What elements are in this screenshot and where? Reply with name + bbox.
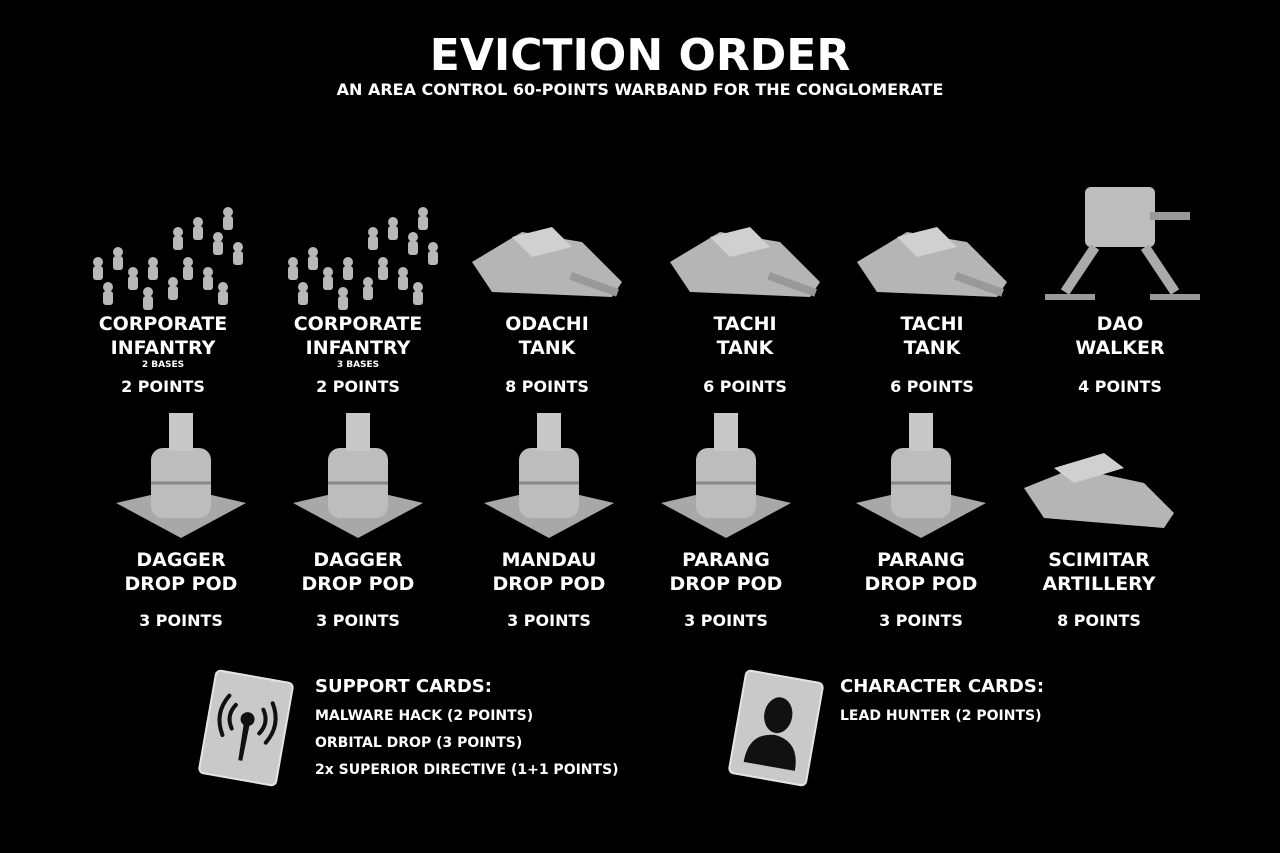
page-subtitle: AN AREA CONTROL 60-POINTS WARBAND FOR TH… (336, 80, 944, 99)
character-card-item: LEAD HUNTER (2 POINTS) (840, 708, 1042, 724)
walker-model-image (1020, 182, 1220, 312)
unit-points: 2 POINTS (316, 377, 400, 396)
unit-name: ARTILLERY (1042, 573, 1156, 595)
infantry-model-image (63, 182, 263, 312)
unit-bases (645, 360, 845, 370)
page-title: EVICTION ORDER (429, 30, 851, 81)
infantry-model-image (258, 182, 458, 312)
support-card-item: ORBITAL DROP (3 POINTS) (315, 735, 523, 751)
unit-name: DAGGER (136, 549, 226, 571)
unit-points: 8 POINTS (505, 377, 589, 396)
character-card-image (727, 668, 825, 788)
unit-points: 2 POINTS (121, 377, 205, 396)
drop-pod-model-image (449, 413, 649, 548)
signal-icon (217, 693, 278, 761)
unit-name: DROP POD (492, 573, 606, 595)
unit-points: 6 POINTS (703, 377, 787, 396)
support-card-item: 2x SUPERIOR DIRECTIVE (1+1 POINTS) (315, 762, 619, 778)
unit-name: DAGGER (313, 549, 403, 571)
unit-bases: 3 BASES (336, 360, 380, 370)
artillery-model-image (999, 418, 1199, 548)
unit-name: CORPORATE (293, 313, 423, 335)
unit-name: TACHI (713, 313, 777, 335)
person-icon (743, 697, 796, 771)
unit-points: 3 POINTS (316, 611, 400, 630)
drop-pod-model-image (626, 413, 826, 548)
unit-points: 3 POINTS (879, 611, 963, 630)
unit-name: DROP POD (301, 573, 415, 595)
unit-name: TANK (903, 337, 961, 359)
unit-name: ODACHI (505, 313, 589, 335)
unit-name: DROP POD (864, 573, 978, 595)
support-card-image (197, 668, 295, 788)
tank-model-image (447, 182, 647, 312)
unit-points: 3 POINTS (684, 611, 768, 630)
support-cards: SUPPORT CARDS: MALWARE HACK (2 POINTS) O… (315, 676, 619, 784)
unit-bases (1020, 360, 1220, 370)
unit-name: INFANTRY (110, 337, 216, 359)
unit-name: CORPORATE (98, 313, 228, 335)
unit-bases (832, 360, 1032, 370)
unit-points: 6 POINTS (890, 377, 974, 396)
unit-name: TACHI (900, 313, 964, 335)
unit-name: TANK (716, 337, 774, 359)
character-cards-heading: CHARACTER CARDS: (840, 676, 1045, 697)
tank-model-image (832, 182, 1032, 312)
unit-name: TANK (518, 337, 576, 359)
unit-name: DROP POD (669, 573, 783, 595)
unit-points: 3 POINTS (507, 611, 591, 630)
unit-points: 8 POINTS (1057, 611, 1141, 630)
support-card-item: MALWARE HACK (2 POINTS) (315, 708, 534, 724)
tank-model-image (645, 182, 845, 312)
drop-pod-model-image (821, 413, 1021, 548)
unit-name: INFANTRY (305, 337, 411, 359)
unit-name: MANDAU (501, 549, 597, 571)
unit-bases (447, 360, 647, 370)
character-cards: CHARACTER CARDS: LEAD HUNTER (2 POINTS) (840, 676, 1044, 730)
unit-bases: 2 BASES (141, 360, 185, 370)
unit-name: SCIMITAR (1048, 549, 1150, 571)
unit-name: PARANG (682, 549, 770, 571)
unit-name: DROP POD (124, 573, 238, 595)
drop-pod-model-image (258, 413, 458, 548)
unit-points: 3 POINTS (139, 611, 223, 630)
drop-pod-model-image (81, 413, 281, 548)
support-cards-heading: SUPPORT CARDS: (315, 676, 492, 697)
unit-name: DAO (1096, 313, 1144, 335)
unit-points: 4 POINTS (1078, 377, 1162, 396)
unit-name: WALKER (1075, 337, 1165, 359)
unit-name: PARANG (877, 549, 965, 571)
